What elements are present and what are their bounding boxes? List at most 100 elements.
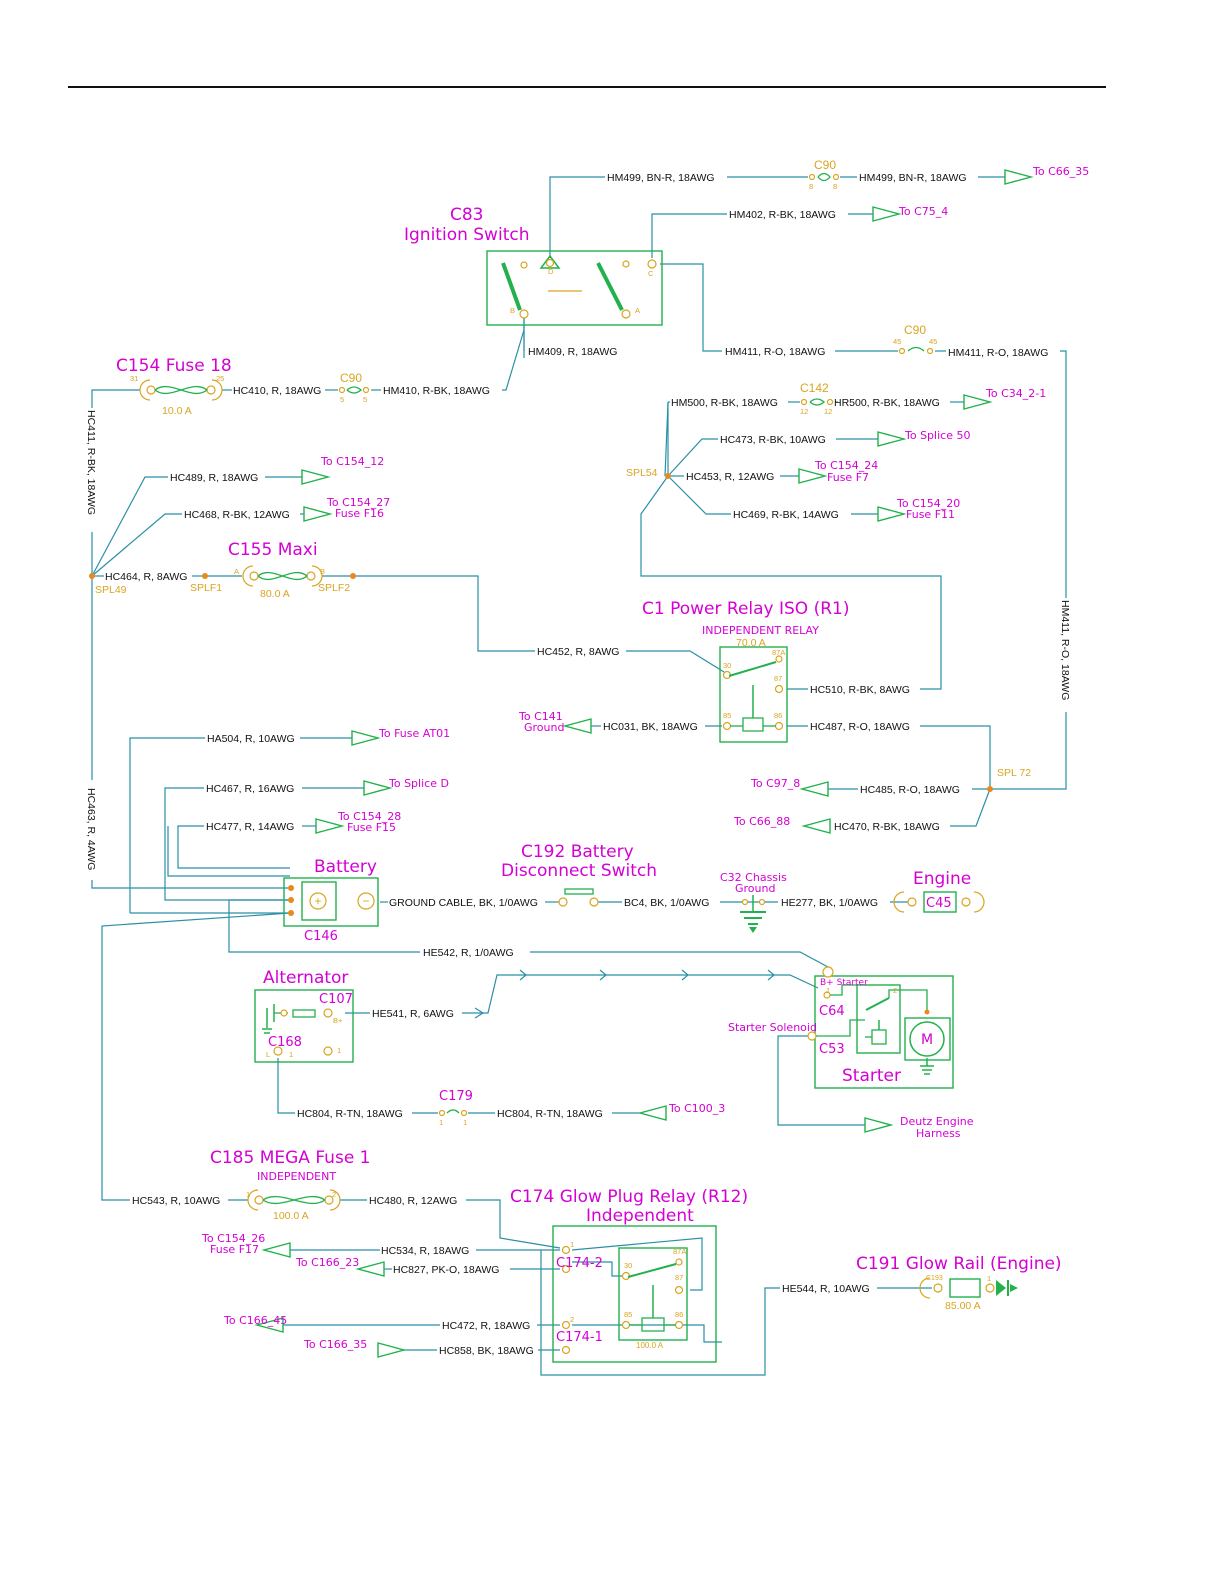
label-c174-sub: Independent — [586, 1206, 694, 1226]
splices — [89, 473, 993, 792]
label-to-c154-28a: To C154_28 — [337, 810, 401, 823]
label-hc473: HC473, R-BK, 10AWG — [720, 434, 826, 446]
arrow-to-deutz — [864, 1117, 894, 1133]
label-to-c66-35: To C66_35 — [1032, 165, 1089, 178]
label-hc485: HC485, R-O, 18AWG — [860, 784, 960, 796]
fuse-c155-maxi — [242, 565, 323, 587]
label-c107: C107 — [319, 992, 353, 1007]
pin-5a: 5 — [340, 395, 344, 404]
label-c64: C64 — [819, 1004, 845, 1019]
pin-1-glow: 1 — [570, 1240, 574, 1249]
label-c1-amp: 70.0 A — [736, 637, 766, 649]
label-to-c154-26a: To C154_26 — [201, 1232, 265, 1245]
label-hc453: HC453, R, 12AWG — [686, 471, 774, 483]
label-hc411-vertical: HC411, R-BK, 18AWG — [85, 410, 97, 515]
label-starter-solenoid: Starter Solenoid — [728, 1021, 817, 1034]
label-c193: C193 — [926, 1275, 943, 1282]
label-hc410: HC410, R, 18AWG — [233, 385, 321, 397]
label-to-c154-26b: Fuse F17 — [210, 1243, 259, 1256]
pin-b-switch: B — [510, 306, 515, 315]
label-c90-mid: C90 — [904, 323, 926, 337]
pin-a-switch: A — [635, 306, 640, 315]
label-deutz-b: Harness — [916, 1127, 961, 1140]
label-c83-title: C83 — [450, 205, 484, 225]
arrow-to-splice50 — [877, 431, 907, 447]
pin-bplus: B+ — [333, 1016, 343, 1025]
label-deutz-a: Deutz Engine — [900, 1115, 974, 1128]
label-c154-title: C154 Fuse 18 — [116, 356, 232, 376]
label-splf2: SPLF2 — [318, 582, 350, 594]
label-to-c154-20b: Fuse F11 — [906, 508, 955, 521]
pin-2-glow: 2 — [570, 1315, 574, 1324]
pin-1-alt: 1 — [337, 1046, 341, 1055]
label-hc543: HC543, R, 10AWG — [132, 1195, 220, 1207]
label-c192-title: C192 Battery — [521, 842, 634, 862]
label-splf1: SPLF1 — [190, 582, 222, 594]
pin-b: B — [320, 567, 325, 576]
label-hc477: HC477, R, 14AWG — [206, 821, 294, 833]
pin-12a: 12 — [800, 407, 808, 416]
arrow-to-c166-23 — [355, 1261, 385, 1277]
relay-pin-85: 85 — [723, 711, 731, 720]
pin-1-c179b: 1 — [463, 1118, 467, 1127]
pin-c: C — [648, 269, 654, 278]
label-c185-title: C185 MEGA Fuse 1 — [210, 1148, 371, 1168]
connector-c142 — [800, 398, 834, 406]
chassis-ground-c32 — [740, 895, 766, 933]
arrow-to-c100-3 — [637, 1105, 667, 1121]
connector-c90-top — [808, 172, 840, 182]
pin-12b: 12 — [824, 407, 832, 416]
label-to-c34: To C34_2-1 — [985, 387, 1046, 400]
arrow-to-c166-45 — [254, 1317, 284, 1333]
label-hm409: HM409, R, 18AWG — [528, 346, 617, 358]
relay-pin-87a: 87A — [772, 648, 785, 657]
label-spl54: SPL54 — [626, 467, 658, 479]
label-c1-title: C1 Power Relay ISO (R1) — [642, 599, 850, 619]
pin-5b: 5 — [363, 395, 367, 404]
pin-a: A — [234, 567, 239, 576]
label-hc827: HC827, PK-O, 18AWG — [393, 1264, 499, 1276]
label-hc480: HC480, R, 12AWG — [369, 1195, 457, 1207]
pin-45b: 45 — [929, 337, 937, 346]
svg-text:+: + — [314, 894, 321, 908]
pin-8a: 8 — [809, 182, 813, 191]
label-c83-sub: Ignition Switch — [404, 225, 529, 245]
label-spl72: SPL 72 — [997, 767, 1031, 779]
label-to-c154-28b: Fuse F15 — [347, 821, 396, 834]
label-hm411-b: HM411, R-O, 18AWG — [948, 347, 1048, 359]
disconnect-switch-c192 — [558, 888, 599, 907]
label-hm500: HM500, R-BK, 18AWG — [671, 397, 778, 409]
label-c174-1: C174-1 — [556, 1330, 603, 1345]
label-hc031: HC031, BK, 18AWG — [603, 721, 698, 733]
glow-pin-85: 85 — [624, 1310, 632, 1319]
arrow-to-c154-28 — [315, 818, 345, 834]
label-hm499-b: HM499, BN-R, 18AWG — [859, 172, 967, 184]
arrow-to-c141 — [562, 718, 592, 734]
label-to-c154-27a: To C154_27 — [326, 496, 390, 509]
label-he542: HE542, R, 1/0AWG — [423, 947, 514, 959]
glow-rail-c191 — [919, 1277, 1018, 1299]
battery-c146: + − — [283, 877, 379, 927]
label-c90-left: C90 — [340, 371, 362, 385]
inline-connectors — [338, 172, 934, 1117]
pin-25: 25 — [216, 374, 224, 383]
label-hc489: HC489, R, 18AWG — [170, 472, 258, 484]
arrow-to-c75-4 — [872, 206, 902, 222]
alternator — [254, 989, 354, 1063]
connector-c90-mid — [898, 346, 934, 355]
arrow-to-splice-d — [363, 780, 393, 796]
label-maxi-amp: 80.0 A — [260, 588, 290, 600]
label-to-c154-24b: Fuse F7 — [827, 471, 869, 484]
label-to-c100-3: To C100_3 — [668, 1102, 725, 1115]
relay-pin-30: 30 — [723, 661, 731, 670]
arrow-to-c97-8 — [799, 781, 829, 797]
label-hc464: HC464, R, 8AWG — [105, 571, 187, 583]
glow-pin-87: 87 — [675, 1273, 683, 1282]
engine-c45 — [893, 891, 985, 913]
label-alternator: Alternator — [263, 968, 348, 988]
label-ha504: HA504, R, 10AWG — [207, 733, 295, 745]
label-to-c141a: To C141 — [518, 710, 563, 723]
fuse-c154-18 — [139, 379, 223, 401]
relay-pin-86: 86 — [774, 711, 782, 720]
label-c32b: Ground — [735, 882, 775, 895]
